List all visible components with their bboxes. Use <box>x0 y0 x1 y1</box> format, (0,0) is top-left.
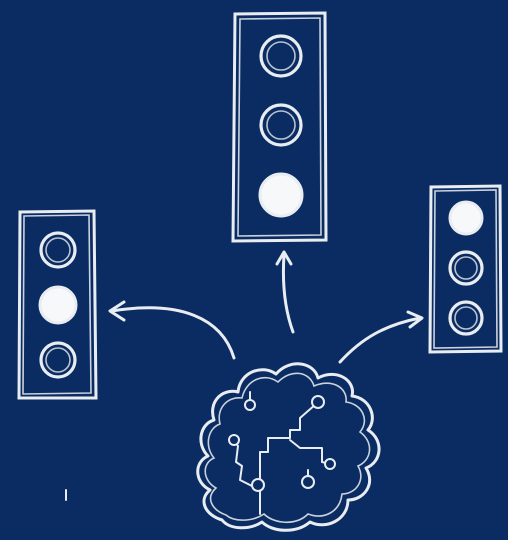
arrow-to-right-light <box>340 312 422 362</box>
lamp-right-1 <box>450 202 482 234</box>
lamp-top-3 <box>260 174 302 216</box>
traffic-light-left <box>19 211 96 398</box>
lamp-top-1 <box>261 36 301 76</box>
traffic-light-top <box>233 13 326 241</box>
lamp-left-1 <box>41 233 75 267</box>
lamp-right-3 <box>450 302 482 334</box>
traffic-light-right <box>430 186 501 352</box>
brain-circuit-icon <box>198 364 379 530</box>
lamp-left-3 <box>41 343 75 377</box>
lamp-top-2 <box>261 105 301 145</box>
arrow-to-left-light <box>110 302 234 358</box>
lamp-left-2 <box>40 287 76 323</box>
arrow-to-top-light <box>277 252 293 332</box>
lamp-right-2 <box>450 252 482 284</box>
